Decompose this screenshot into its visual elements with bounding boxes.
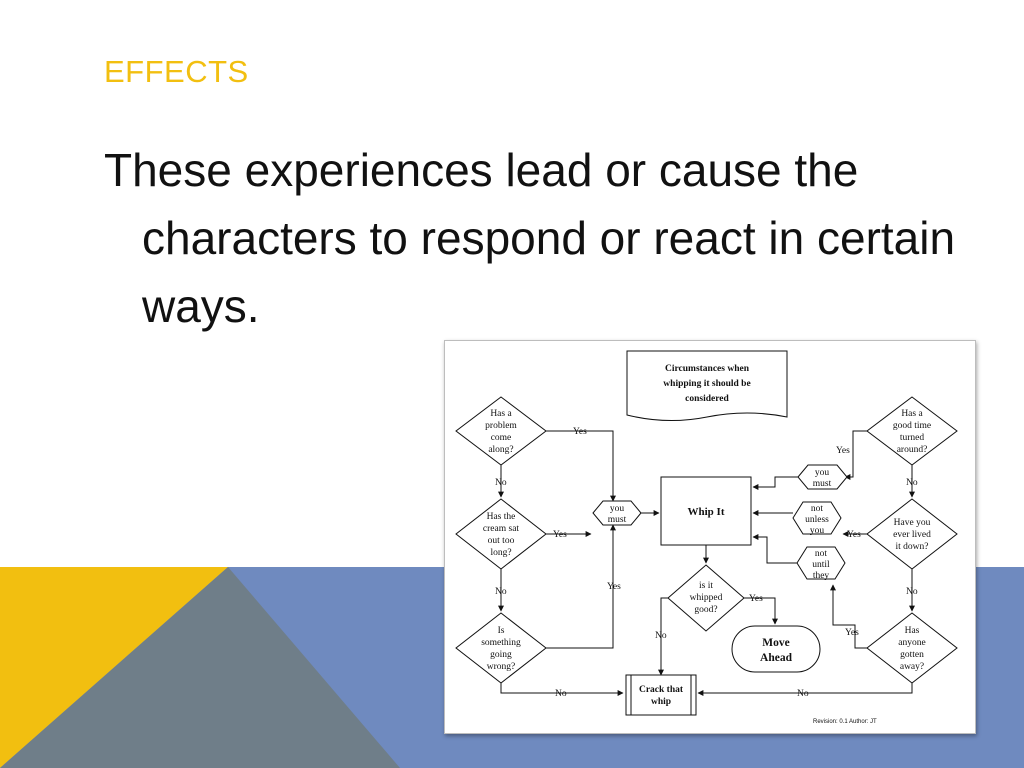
label-yes: Yes bbox=[607, 582, 621, 592]
not-until-text: until bbox=[812, 560, 830, 570]
decision-gotten-away bbox=[866, 612, 958, 684]
flowchart-title-box bbox=[626, 350, 788, 422]
label-yes: Yes bbox=[836, 446, 850, 456]
label-yes: Yes bbox=[749, 594, 763, 604]
decision-gotten-away-text: Has bbox=[905, 626, 920, 636]
flowchart-title-line-3: considered bbox=[685, 394, 729, 404]
decision-wrong bbox=[455, 612, 547, 684]
you-must-left-text: must bbox=[608, 515, 627, 525]
flowchart-title-line-1: Circumstances when bbox=[665, 364, 750, 374]
decision-gotten-away-text: gotten bbox=[900, 650, 924, 660]
crack-that-whip-text: whip bbox=[651, 697, 671, 707]
decision-whipped-text: good? bbox=[694, 605, 717, 615]
decision-good-time-text: good time bbox=[893, 421, 931, 431]
not-until-they bbox=[796, 546, 846, 580]
decision-wrong-text: Is bbox=[498, 626, 505, 636]
not-unless-text: not bbox=[811, 504, 824, 514]
decision-lived-text: it down? bbox=[896, 542, 929, 552]
decision-problem-text: problem bbox=[485, 421, 517, 431]
decision-lived-text: Have you bbox=[894, 518, 931, 528]
label-yes: Yes bbox=[847, 530, 861, 540]
crack-that-whip-box bbox=[625, 674, 697, 716]
decision-good-time-text: turned bbox=[900, 433, 925, 443]
decision-lived-text: ever lived bbox=[893, 530, 931, 540]
decision-whipped-text: whipped bbox=[690, 593, 723, 603]
you-must-left-text: you bbox=[610, 504, 625, 514]
decision-gotten-away-text: anyone bbox=[898, 638, 925, 648]
move-ahead-terminal bbox=[731, 625, 821, 673]
you-must-right bbox=[797, 464, 848, 490]
label-no: No bbox=[495, 587, 507, 597]
label-no: No bbox=[655, 631, 667, 641]
decision-gotten-away-text: away? bbox=[900, 662, 924, 672]
gray-triangle bbox=[0, 567, 400, 768]
decision-whipped-text: is it bbox=[699, 581, 713, 591]
you-must-right-text: you bbox=[815, 468, 830, 478]
you-must-right-text: must bbox=[813, 479, 832, 489]
crack-that-whip-text: Crack that bbox=[639, 685, 684, 695]
not-until-text: not bbox=[815, 549, 828, 559]
decision-cream-text: Has the bbox=[487, 512, 516, 522]
decision-problem-text: come bbox=[491, 433, 512, 443]
flowchart: Circumstances when whipping it should be… bbox=[455, 350, 958, 725]
decision-good-time-text: Has a bbox=[901, 409, 923, 419]
slide-title: EFFECTS bbox=[104, 54, 249, 89]
label-yes: Yes bbox=[845, 628, 859, 638]
label-no: No bbox=[495, 478, 507, 488]
decision-cream-text: out too bbox=[488, 536, 515, 546]
slide-body-text: These experiences lead or cause the char… bbox=[104, 144, 956, 332]
label-yes: Yes bbox=[573, 427, 587, 437]
not-until-text: they bbox=[813, 571, 830, 581]
decision-whipped-good bbox=[667, 564, 745, 632]
flowchart-footer: Revision: 0.1 Author: JT bbox=[813, 719, 877, 725]
decision-wrong-text: something bbox=[481, 638, 521, 648]
flowchart-title-line-2: whipping it should be bbox=[663, 379, 750, 389]
label-no: No bbox=[906, 587, 918, 597]
flowchart-figure: Circumstances when whipping it should be… bbox=[444, 340, 976, 734]
not-unless-text: unless bbox=[805, 515, 829, 525]
decision-problem-text: along? bbox=[488, 445, 513, 455]
decision-cream-text: cream sat bbox=[483, 524, 519, 534]
decision-cream-text: long? bbox=[490, 548, 511, 558]
decision-problem-text: Has a bbox=[490, 409, 512, 419]
decision-cream bbox=[455, 498, 547, 570]
decision-wrong-text: going bbox=[490, 650, 512, 660]
label-no: No bbox=[555, 689, 567, 699]
label-no: No bbox=[797, 689, 809, 699]
move-ahead-text: Ahead bbox=[760, 652, 793, 664]
decision-good-time-text: around? bbox=[897, 445, 928, 455]
not-unless-you bbox=[792, 501, 842, 535]
label-yes: Yes bbox=[553, 530, 567, 540]
decision-wrong-text: wrong? bbox=[487, 662, 516, 672]
not-unless-text: you bbox=[810, 526, 825, 536]
whip-it-text: Whip It bbox=[688, 506, 725, 518]
move-ahead-text: Move bbox=[762, 637, 789, 649]
label-no: No bbox=[906, 478, 918, 488]
